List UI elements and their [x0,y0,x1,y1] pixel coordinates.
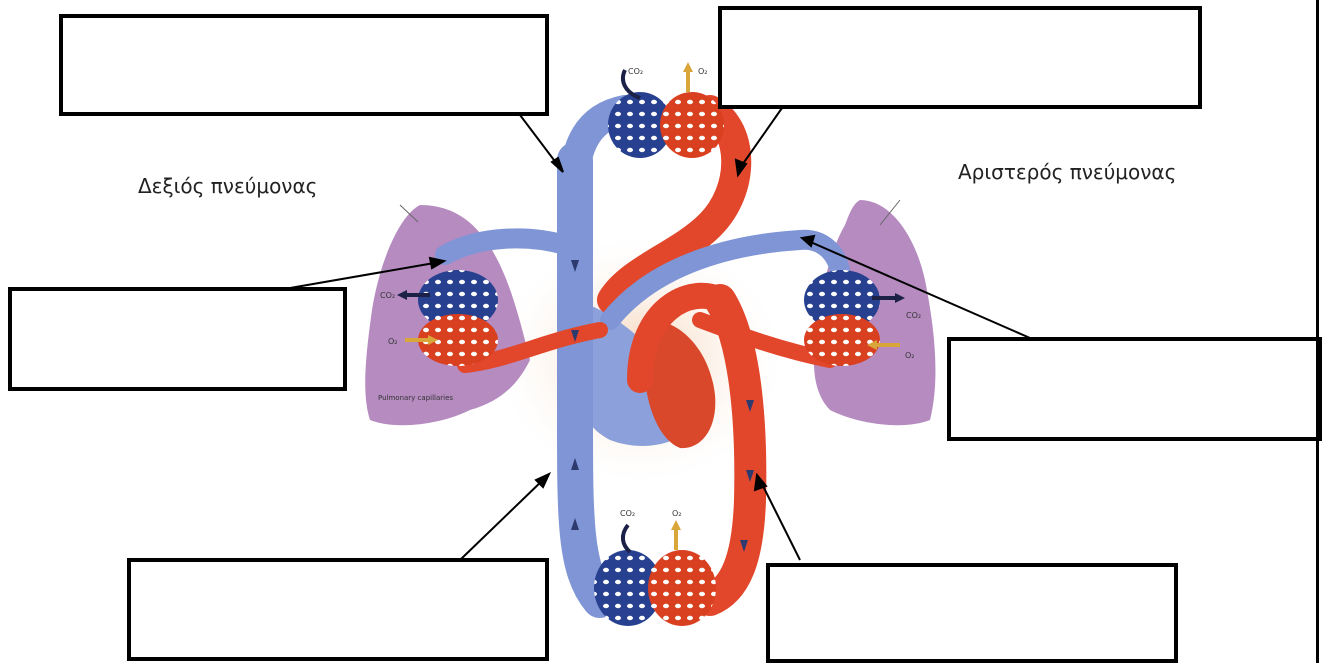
capillaries-bottom-red [648,550,716,626]
capillaries-top-red [660,92,724,158]
pulmonary-capillaries-caption: Pulmonary capillaries [378,394,453,402]
pulmonary-artery-right [445,238,565,255]
page-border-right [1316,0,1319,663]
o2-label-top: O₂ [698,67,708,76]
answer-box-top-right[interactable] [718,6,1202,109]
co2-label-right-lung: CO₂ [380,291,395,300]
co2-label-top: CO₂ [628,67,643,76]
o2-label-left-lung: O₂ [905,351,915,360]
right-lung-label: Δεξιός πνεύμονας [138,174,317,198]
left-lung-label: Αριστερός πνεύμονας [958,160,1176,184]
answer-box-bottom-left[interactable] [127,558,549,661]
co2-arrow-bottom [623,525,630,552]
answer-box-top-left[interactable] [59,14,549,116]
co2-label-bottom: CO₂ [620,509,635,518]
capillaries-left-lung-red [804,314,880,366]
o2-arrow-bottom [671,520,681,550]
o2-label-right-lung: O₂ [388,337,398,346]
answer-box-bottom-right[interactable] [766,563,1178,663]
answer-box-mid-left[interactable] [8,287,347,391]
answer-box-mid-right[interactable] [947,337,1322,441]
o2-label-bottom: O₂ [672,509,682,518]
co2-label-left-lung: CO₂ [906,311,921,320]
o2-arrow-top [683,62,693,92]
